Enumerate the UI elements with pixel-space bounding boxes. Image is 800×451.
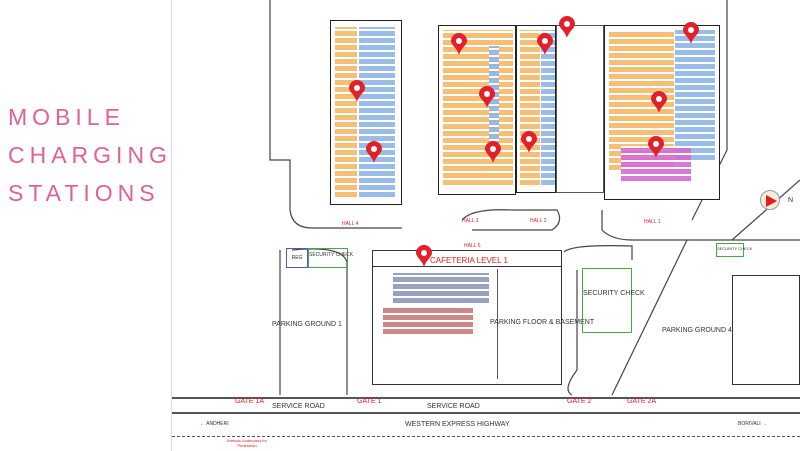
reg-box: REG <box>286 248 308 268</box>
underpass-label: Bmtsoa Underpass for Pedestrian <box>227 438 267 448</box>
hall-2-label: HALL 2 <box>530 218 547 224</box>
road-line <box>172 436 800 437</box>
hall-3-label: HALL 3 <box>462 218 479 224</box>
gate-2a-label: GATE 2A <box>627 398 657 405</box>
charging-station-pin-icon[interactable] <box>683 22 699 44</box>
charging-station-pin-icon[interactable] <box>648 136 664 158</box>
gate-1-label: GATE 1 <box>357 398 382 405</box>
hall-1-building <box>604 25 720 200</box>
title-line: MOBILE <box>8 104 125 130</box>
charging-station-pin-icon[interactable] <box>349 80 365 102</box>
north-compass-icon <box>760 190 780 210</box>
security-check-label: SECURITY CHECK <box>717 246 753 251</box>
reg-label: REG <box>291 255 303 261</box>
map: HALL 4 HALL 3 HALL 2 HALL 1 HALL 6 N REG… <box>172 0 800 451</box>
hall-6-label: HALL 6 <box>464 243 481 249</box>
borivali-label: BORIVALI <box>738 421 761 427</box>
hall-4-label: HALL 4 <box>342 221 359 227</box>
charging-station-pin-icon[interactable] <box>559 16 575 38</box>
andheri-label: ANDHERI <box>206 421 229 427</box>
road-line <box>172 412 800 414</box>
parking-floor-building <box>372 250 562 385</box>
charging-station-pin-icon[interactable] <box>537 33 553 55</box>
north-label: N <box>788 197 794 204</box>
charging-station-pin-icon[interactable] <box>485 141 501 163</box>
parking-ground-1-label: PARKING GROUND 1 <box>272 321 342 328</box>
hall-4-building <box>330 20 402 205</box>
service-road-label: SERVICE ROAD <box>427 403 480 410</box>
divider <box>171 0 172 451</box>
hall-3-building <box>438 25 516 195</box>
borivali-direction: BORIVALI → <box>738 421 768 427</box>
parking-floor-label: PARKING FLOOR & BASEMENT <box>490 319 595 326</box>
charging-station-pin-icon[interactable] <box>651 91 667 113</box>
parking-ground-4-building <box>732 275 800 385</box>
charging-station-pin-icon[interactable] <box>479 86 495 108</box>
security-check-main: SECURITY CHECK <box>582 268 645 333</box>
page-title: MOBILE CHARGING STATIONS <box>8 98 168 212</box>
service-road-label: SERVICE ROAD <box>272 403 325 410</box>
highway-label: WESTERN EXPRESS HIGHWAY <box>405 421 510 428</box>
charging-station-pin-icon[interactable] <box>366 141 382 163</box>
road-line <box>172 397 800 399</box>
hall-1-label: HALL 1 <box>644 219 661 225</box>
charging-station-pin-icon[interactable] <box>416 245 432 267</box>
parking-ground-4-label: PARKING GROUND 4 <box>662 327 732 334</box>
hall-2-building <box>516 25 556 193</box>
security-check-right: SECURITY CHECK <box>716 243 752 257</box>
title-line: STATIONS <box>8 180 160 206</box>
gate-2-label: GATE 2 <box>567 398 592 405</box>
charging-station-pin-icon[interactable] <box>521 131 537 153</box>
security-check-left: SECURITY CHECK <box>308 248 353 268</box>
andheri-direction: ← ANDHERI <box>200 421 229 427</box>
security-check-label: SECURITY CHECK <box>309 252 354 258</box>
charging-station-pin-icon[interactable] <box>451 33 467 55</box>
cafeteria-label: CAFETERIA LEVEL 1 <box>430 256 508 265</box>
title-line: CHARGING <box>8 142 172 168</box>
security-check-label: SECURITY CHECK <box>583 290 645 297</box>
gate-1a-label: GATE 1A <box>235 398 265 405</box>
connector <box>556 25 604 193</box>
